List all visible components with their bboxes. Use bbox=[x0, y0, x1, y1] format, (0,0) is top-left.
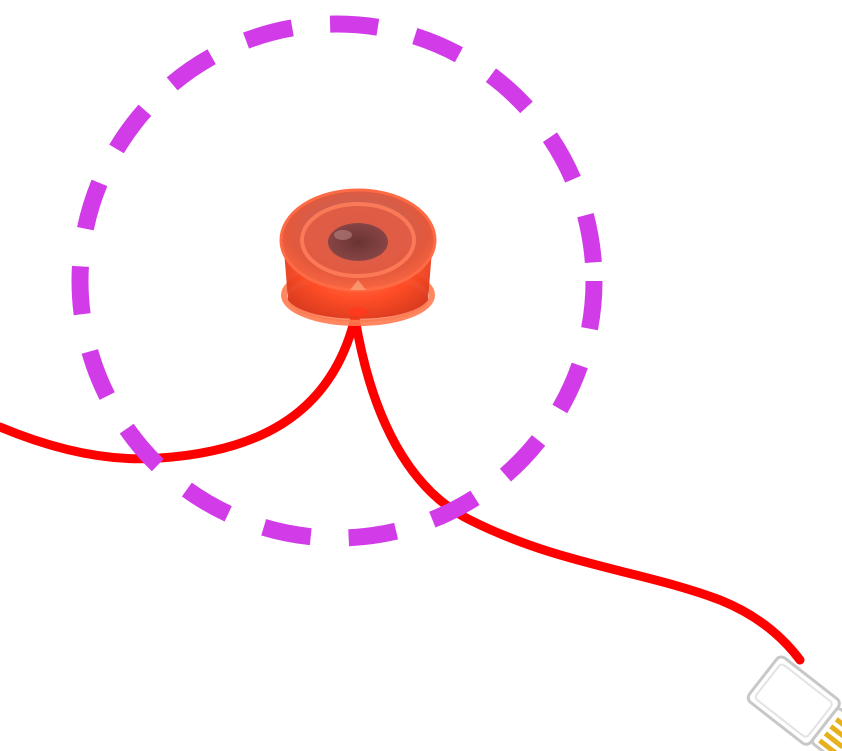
push-button-icon[interactable] bbox=[279, 188, 437, 326]
connector-plug-icon[interactable] bbox=[746, 655, 842, 751]
wire-right bbox=[350, 313, 805, 665]
wire-left bbox=[0, 313, 360, 464]
highlight-dashed-circle bbox=[71, 15, 603, 547]
